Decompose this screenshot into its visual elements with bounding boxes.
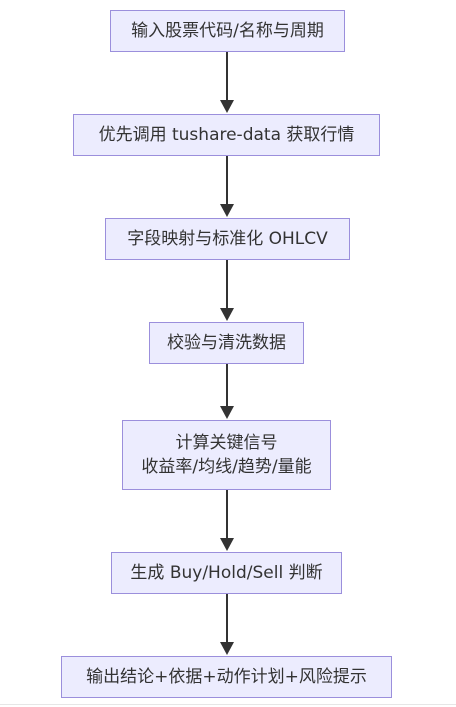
node-signals-line-1: 计算关键信号 bbox=[175, 433, 278, 453]
node-clean-line-1: 校验与清洗数据 bbox=[167, 333, 286, 353]
edge-decide-to-output bbox=[220, 594, 234, 655]
node-fetch-line-1: 优先调用 tushare-data 获取行情 bbox=[98, 125, 355, 145]
node-signals-line-2: 收益率/均线/趋势/量能 bbox=[141, 457, 312, 477]
arrowhead-icon bbox=[220, 538, 234, 551]
node-output-line-1: 输出结论+依据+动作计划+风险提示 bbox=[86, 667, 367, 687]
node-decide-line-1: 生成 Buy/Hold/Sell 判断 bbox=[130, 563, 323, 583]
node-fetch-market-data: 优先调用 tushare-data 获取行情 bbox=[73, 114, 380, 156]
bottom-divider bbox=[0, 704, 456, 705]
node-input-stock-code: 输入股票代码/名称与周期 bbox=[110, 10, 345, 52]
arrowhead-icon bbox=[220, 204, 234, 217]
edge-input-to-fetch bbox=[220, 52, 234, 113]
edge-signals-to-decide bbox=[220, 490, 234, 551]
arrowhead-icon bbox=[220, 406, 234, 419]
edge-map-to-clean bbox=[220, 260, 234, 321]
node-input-line-1: 输入股票代码/名称与周期 bbox=[131, 21, 324, 41]
arrowhead-icon bbox=[220, 642, 234, 655]
edge-fetch-to-map bbox=[220, 156, 234, 217]
node-map-line-1: 字段映射与标准化 OHLCV bbox=[127, 229, 328, 249]
node-validate-clean: 校验与清洗数据 bbox=[149, 322, 304, 364]
node-compute-signals: 计算关键信号 收益率/均线/趋势/量能 bbox=[122, 420, 331, 490]
node-field-mapping: 字段映射与标准化 OHLCV bbox=[105, 218, 350, 260]
node-output-conclusion: 输出结论+依据+动作计划+风险提示 bbox=[61, 656, 392, 698]
arrowhead-icon bbox=[220, 100, 234, 113]
node-generate-decision: 生成 Buy/Hold/Sell 判断 bbox=[111, 552, 342, 594]
arrowhead-icon bbox=[220, 308, 234, 321]
edge-clean-to-signals bbox=[220, 364, 234, 419]
